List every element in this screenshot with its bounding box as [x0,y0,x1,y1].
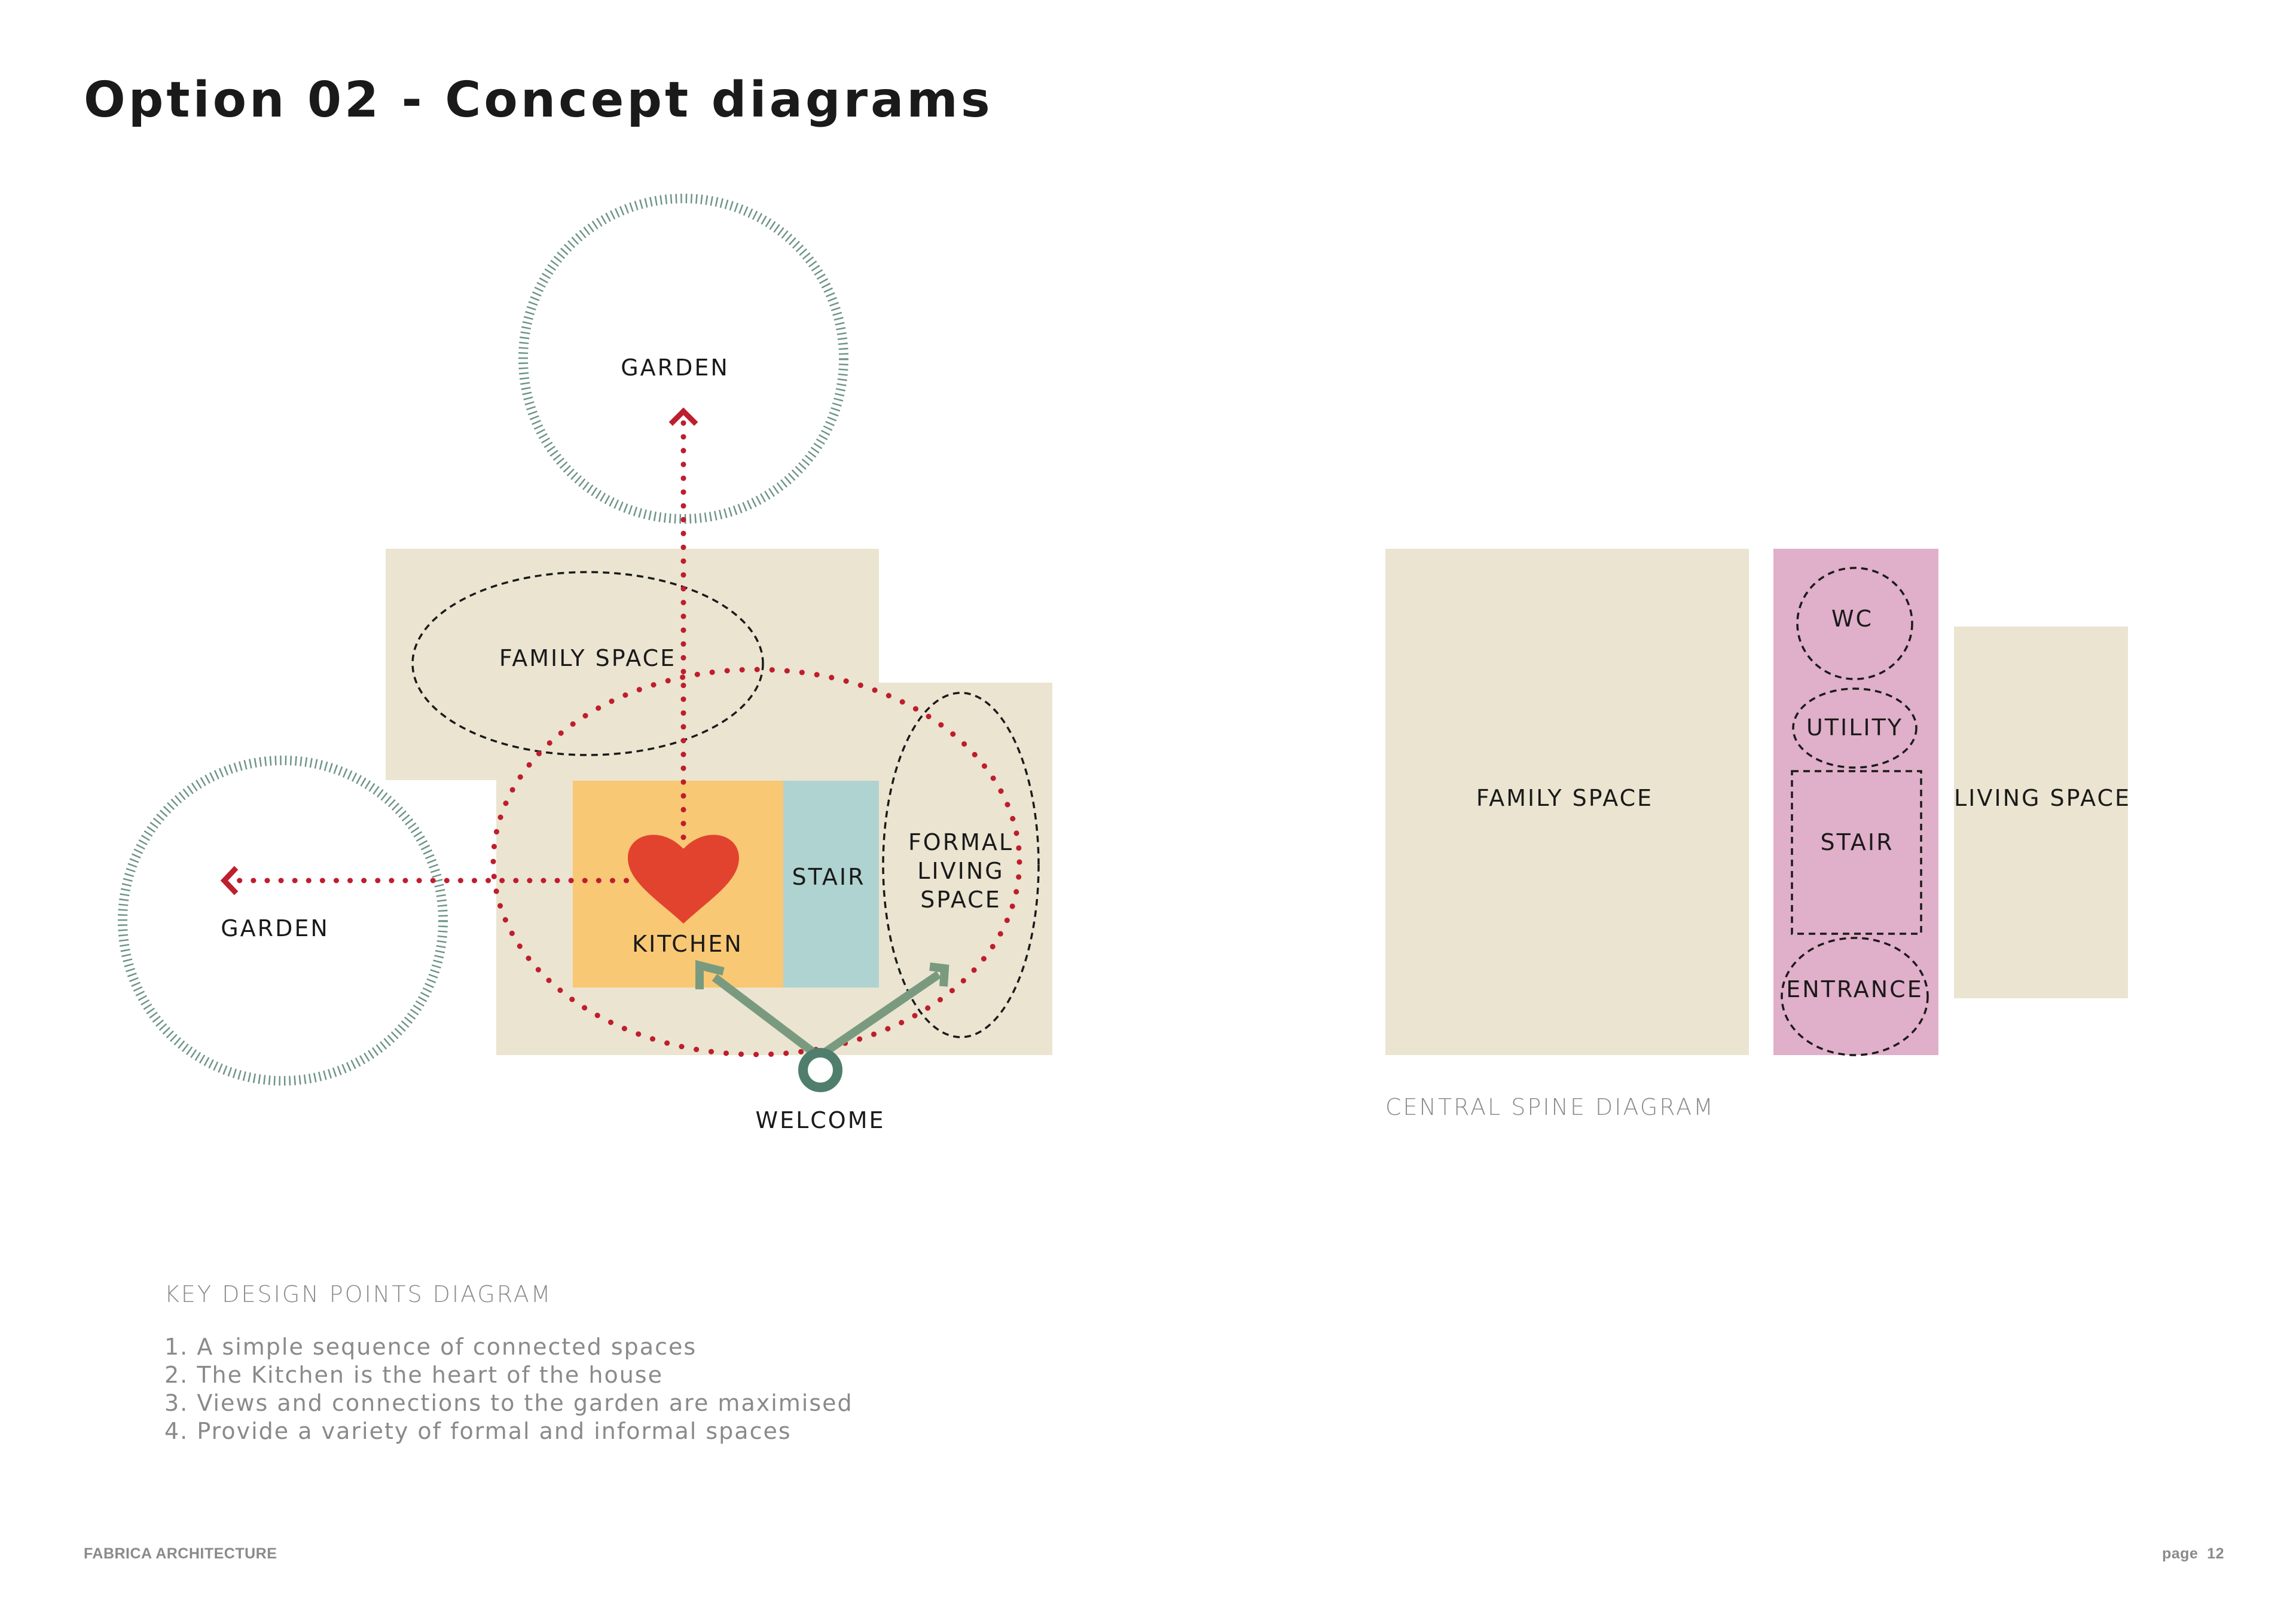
welcome-arrowhead-formal [929,962,949,987]
welcome-marker [798,1048,842,1092]
stair-label: STAIR [792,864,866,890]
garden-top-circle [518,194,848,524]
footer-page-number: page 12 [2161,1545,2224,1562]
wc-zone [1796,567,1913,680]
view-arrowhead-top [668,407,698,426]
spine-family-space-block [1385,549,1749,1055]
welcome-arrow-kitchen [712,974,816,1056]
spine-family-space-label: FAMILY SPACE [1476,785,1653,811]
key-point-3: 3. Views and connections to the garden a… [164,1390,853,1416]
key-point-1: 1. A simple sequence of connected spaces [164,1334,697,1360]
view-arrowhead-left [220,866,239,895]
page-title: Option 02 - Concept diagrams [84,72,993,129]
garden-left-circle [118,756,448,1086]
stair-zone [1791,770,1922,935]
utility-label: UTILITY [1806,714,1903,741]
welcome-label: WELCOME [756,1107,886,1133]
utility-zone [1792,687,1918,769]
key-point-4: 4. Provide a variety of formal and infor… [164,1418,792,1444]
key-design-points-list: 1. A simple sequence of connected spaces… [164,1333,853,1445]
heart-icon [628,835,739,924]
welcome-arrow-formal [823,971,941,1056]
circulation-ring [490,667,1022,1057]
entrance-label: ENTRANCE [1786,976,1923,1002]
kitchen-label: KITCHEN [632,931,743,957]
key-point-2: 2. The Kitchen is the heart of the house [164,1362,663,1388]
garden-top-label: GARDEN [621,354,729,381]
spine-stair-label: STAIR [1821,829,1894,855]
central-spine-diagram: FAMILY SPACE LIVING SPACE WC UTILITY STA… [1385,549,2131,1056]
formal-living-label-1: FORMAL [908,829,1013,855]
spine-diagram-caption: CENTRAL SPINE DIAGRAM [1385,1094,1715,1120]
formal-living-zone [882,692,1040,1038]
formal-living-label-2: LIVING [917,858,1004,884]
spine-central-block [1773,549,1938,1055]
family-space-label: FAMILY SPACE [499,645,676,671]
stair-block [783,781,879,988]
key-diagram-caption: KEY DESIGN POINTS DIAGRAM [164,1281,552,1307]
spine-living-space-label: LIVING SPACE [1954,785,2131,811]
key-design-diagram: GARDEN GARDEN FAMILY SPACE STAIR FORMAL … [118,194,1052,1133]
formal-living-label-3: SPACE [920,887,1001,913]
family-space-zone [411,571,764,756]
welcome-arrowhead-kitchen [695,960,725,989]
footer-company: FABRICA ARCHITECTURE [84,1545,277,1562]
garden-left-label: GARDEN [221,915,329,942]
spine-living-space-block [1954,626,2128,998]
wc-label: WC [1831,606,1873,632]
entrance-zone [1781,937,1929,1056]
